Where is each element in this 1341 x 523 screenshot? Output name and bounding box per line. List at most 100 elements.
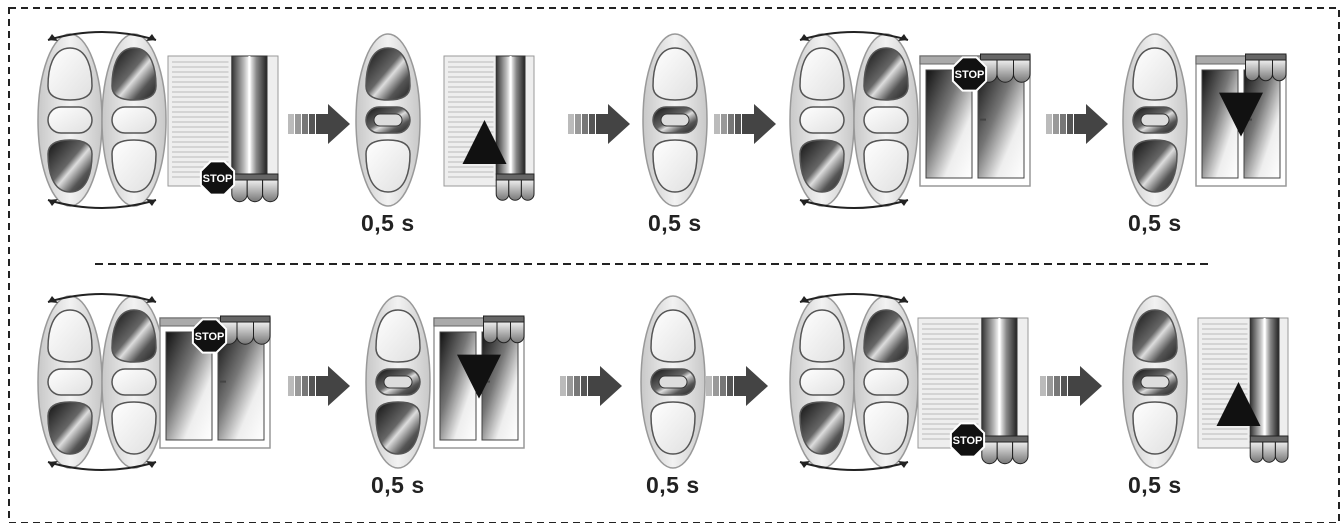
awning-scallop — [496, 321, 511, 344]
awning-scallop — [1262, 441, 1276, 463]
flow-arrow-bar — [309, 376, 315, 396]
awning-scallop — [510, 321, 525, 344]
awning-scallop — [253, 321, 271, 345]
arc — [799, 199, 909, 209]
flow-arrow-head — [328, 104, 350, 144]
row1-step4-remote-left — [789, 33, 855, 207]
awning-icon — [495, 173, 535, 201]
up-triangle-icon — [1216, 382, 1261, 426]
my-button-inner — [1140, 375, 1170, 389]
row1-step1-shutter-scene: STOP — [167, 55, 279, 203]
stop-octagon — [949, 422, 986, 458]
stop-sign-icon: STOP — [949, 422, 986, 458]
flow-arrow-bar — [1047, 376, 1053, 396]
stop-text: STOP — [203, 173, 233, 185]
flow-arrow-bar — [560, 376, 566, 396]
row2-step4-shutter-scene: STOP — [917, 317, 1029, 465]
row1-step5-window-scene — [1195, 53, 1287, 187]
awning-scallop — [262, 179, 279, 203]
awning-scallop — [1272, 59, 1287, 82]
window-pane-left — [1201, 69, 1239, 179]
awning-icon — [483, 315, 525, 344]
up-triangle-icon — [462, 120, 507, 164]
stop-text: STOP — [953, 435, 983, 447]
awning-bar — [495, 173, 535, 181]
stop-sign-icon: STOP — [951, 56, 988, 92]
flow-arrow-head — [1086, 104, 1108, 144]
flow-arrow-bar — [735, 114, 741, 134]
row2-step2-window-scene — [433, 315, 525, 449]
arrowhead-left — [800, 296, 810, 303]
flow-arrow-bar — [589, 114, 595, 134]
down-button-pressed — [799, 139, 845, 193]
stop-sign-icon: STOP — [199, 160, 236, 196]
dashed-outer-border — [8, 7, 1340, 523]
down-button — [863, 401, 909, 455]
row2-step5-time-label: 0,5 s — [1128, 472, 1182, 498]
row2-step2-time-label: 0,5 s — [371, 472, 425, 498]
up-button-pressed — [1132, 309, 1178, 363]
awning-scallop — [1249, 441, 1264, 463]
my-button-inner — [373, 113, 403, 127]
flow-arrow-bar — [295, 376, 301, 396]
down-button — [1132, 401, 1178, 455]
awning-icon — [220, 315, 271, 345]
row2-step5-remote — [1122, 295, 1188, 469]
awning-scallop — [483, 321, 498, 344]
up-button — [652, 47, 698, 101]
down-button — [111, 139, 157, 193]
down-button — [365, 139, 411, 193]
stop-octagon — [191, 318, 228, 354]
stop-octagon — [199, 160, 236, 196]
awning-icon — [1249, 435, 1289, 463]
arc — [799, 31, 909, 41]
my-button — [47, 368, 93, 396]
flow-arrow-bar — [1061, 376, 1067, 396]
row1-step3-remote — [642, 33, 708, 207]
my-button — [863, 106, 909, 134]
row1-step2-time-label: 0,5 s — [361, 210, 415, 236]
down-button-pressed — [47, 401, 93, 455]
awning-scallop — [996, 441, 1014, 465]
arc — [799, 461, 909, 471]
row1-step2-shutter-scene — [443, 55, 535, 201]
row2-step4-remote-right — [853, 295, 919, 469]
row1-flow-arrow-1 — [288, 104, 350, 144]
flow-arrow-bar — [288, 376, 294, 396]
row2-flow-arrow-1 — [288, 366, 350, 406]
awning-scallop — [1258, 59, 1273, 82]
arrowhead-left — [800, 34, 810, 41]
my-button — [111, 368, 157, 396]
up-button-pressed — [863, 47, 909, 101]
stop-octagon — [951, 56, 988, 92]
flow-arrow-shaft — [316, 114, 328, 134]
awning-bar — [981, 435, 1029, 443]
arc — [47, 293, 157, 303]
awning-scallop — [1274, 441, 1289, 463]
flow-arrow-head — [600, 366, 622, 406]
stop-text: STOP — [955, 69, 985, 81]
row1-step4-remote-right — [853, 33, 919, 207]
my-button — [863, 368, 909, 396]
up-button — [47, 47, 93, 101]
row2-flow-arrow-3 — [706, 366, 768, 406]
awning-scallop — [508, 179, 522, 201]
awning-scallop — [246, 179, 264, 203]
flow-arrow-shaft — [316, 376, 328, 396]
awning-scallop — [520, 179, 535, 201]
row2-step1-remote-right — [101, 295, 167, 469]
awning-bar — [980, 53, 1031, 61]
flow-arrow-shaft — [1068, 376, 1080, 396]
row1-step4-double-arrow-top — [799, 31, 909, 41]
row2-step4-double-arrow-bottom — [799, 461, 909, 471]
awning-scallop — [236, 321, 254, 345]
row1-flow-arrow-2 — [568, 104, 630, 144]
flow-arrow-head — [328, 366, 350, 406]
row1-step4-double-arrow-bottom — [799, 199, 909, 209]
arrowhead-left — [800, 461, 810, 468]
down-button — [650, 401, 696, 455]
up-button — [47, 309, 93, 363]
awning-scallop — [996, 59, 1014, 83]
flow-arrow-bar — [721, 114, 727, 134]
